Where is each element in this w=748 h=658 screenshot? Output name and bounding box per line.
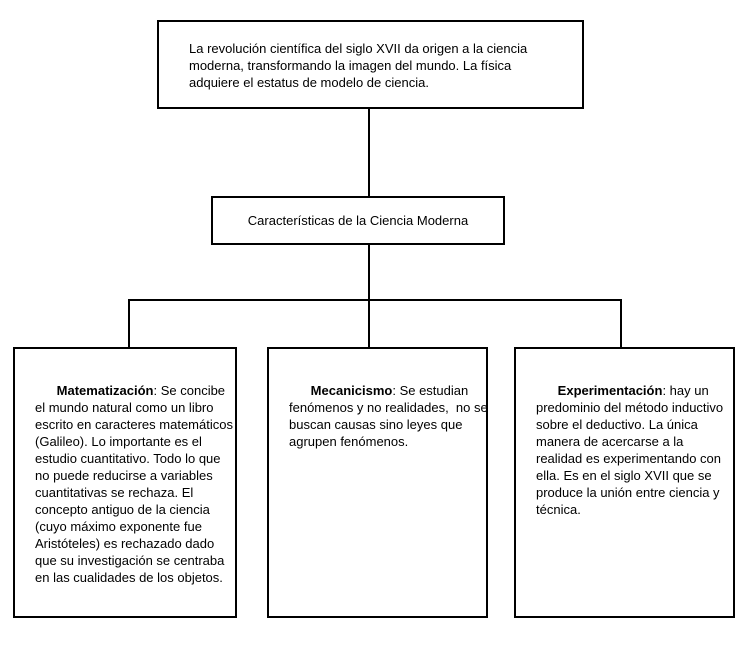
- connector-root-to-mid: [368, 109, 370, 197]
- node-mecanicismo-separator: :: [392, 383, 400, 398]
- node-experimentacion-separator: :: [662, 383, 670, 398]
- node-matematizacion-body: Se concibe el mundo natural como un libr…: [35, 383, 237, 585]
- node-experimentacion-text: Experimentación: hay un predominio del m…: [536, 365, 732, 535]
- connector-bus-to-leaf-3: [620, 299, 622, 348]
- node-root: La revolución científica del siglo XVII …: [157, 20, 584, 109]
- connector-bus-to-leaf-1: [128, 299, 130, 348]
- node-mecanicismo-lead: Mecanicismo: [310, 383, 393, 398]
- node-mecanicismo: Mecanicismo: Se estudian fenómenos y no …: [267, 347, 488, 618]
- node-mecanicismo-body: Se estudian fenómenos y no realidades, n…: [289, 383, 492, 449]
- node-experimentacion-body: hay un predominio del método inductivo s…: [536, 383, 727, 517]
- node-mecanicismo-text: Mecanicismo: Se estudian fenómenos y no …: [289, 365, 511, 467]
- node-experimentacion: Experimentación: hay un predominio del m…: [514, 347, 735, 618]
- node-root-text: La revolución científica del siglo XVII …: [189, 41, 531, 90]
- connector-horizontal-bus: [128, 299, 622, 301]
- node-matematizacion-text: Matematización: Se concibe el mundo natu…: [35, 365, 233, 603]
- node-matematizacion-lead: Matematización: [56, 383, 154, 398]
- connector-bus-to-leaf-2: [368, 299, 370, 348]
- connector-mid-to-bus: [368, 245, 370, 301]
- node-matematizacion: Matematización: Se concibe el mundo natu…: [13, 347, 237, 618]
- node-caracteristicas: Características de la Ciencia Moderna: [211, 196, 505, 245]
- node-caracteristicas-text: Características de la Ciencia Moderna: [247, 213, 469, 228]
- node-matematizacion-separator: :: [153, 383, 161, 398]
- node-experimentacion-lead: Experimentación: [557, 383, 663, 398]
